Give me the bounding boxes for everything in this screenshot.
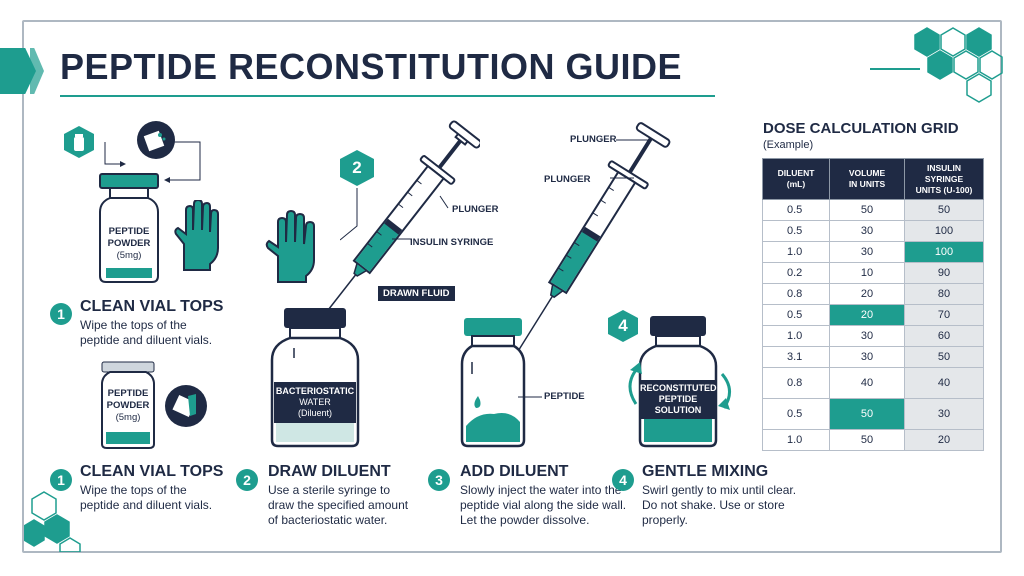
vial-icon xyxy=(101,361,155,449)
hexagon-pattern-icon xyxy=(24,491,81,552)
leader-lines xyxy=(518,396,542,398)
step-4-text: Swirl gently to mix until clear.Do not s… xyxy=(642,483,797,527)
table-cell: 90 xyxy=(904,262,984,284)
table-cell: 30 xyxy=(829,325,905,347)
title-rule xyxy=(60,95,715,97)
table-cell: 20 xyxy=(829,283,905,305)
decorative-line xyxy=(870,68,920,70)
label-drawn-fluid: DRAWN FLUID xyxy=(378,286,455,301)
step-3-title: ADD DILUENT xyxy=(460,463,569,480)
step-1-number: 1 xyxy=(50,469,72,491)
label-plunger-b1: PLUNGER xyxy=(570,134,617,145)
glove-hand-icon xyxy=(265,210,315,283)
table-cell: 50 xyxy=(829,398,905,430)
vial-icon xyxy=(99,173,159,283)
leader-lines xyxy=(340,188,449,241)
dose-grid-subtitle: (Example) xyxy=(763,139,814,151)
hexagon-pattern-icon xyxy=(914,27,1003,103)
wipe-icon xyxy=(137,121,175,159)
page-title: PEPTIDE RECONSTITUTION GUIDE xyxy=(60,46,683,87)
table-cell: 20 xyxy=(904,429,984,451)
table-cell: 3.1 xyxy=(762,346,830,368)
table-cell: 1.0 xyxy=(762,241,830,263)
step-3-number: 3 xyxy=(428,469,450,491)
table-cell: 60 xyxy=(904,325,984,347)
table-cell: 0.5 xyxy=(762,199,830,221)
page-frame xyxy=(22,20,1002,553)
syringe-icon xyxy=(324,120,480,315)
vial-icon xyxy=(460,318,526,448)
leader-lines xyxy=(610,139,652,179)
table-cell: 30 xyxy=(904,398,984,430)
connector-arrows xyxy=(104,141,201,183)
table-cell: 40 xyxy=(829,367,905,399)
step-4-badge: 4 xyxy=(608,310,638,342)
step-1-title-top: CLEAN VIAL TOPS xyxy=(80,298,224,315)
step-2-number: 2 xyxy=(236,469,258,491)
table-cell: 50 xyxy=(829,199,905,221)
swirl-arrow-icon xyxy=(628,362,731,410)
step-1-number-top: 1 xyxy=(50,303,72,325)
table-cell: 0.2 xyxy=(762,262,830,284)
step-2-title: DRAW DILUENT xyxy=(268,463,391,480)
table-cell: 0.8 xyxy=(762,283,830,305)
label-insulin-syringe: INSULIN SYRINGE xyxy=(410,237,494,248)
table-cell: 100 xyxy=(904,241,984,263)
table-cell: 30 xyxy=(829,346,905,368)
table-cell: 40 xyxy=(904,367,984,399)
syringe-icon xyxy=(510,122,671,363)
step-4-number: 4 xyxy=(612,469,634,491)
glove-hand-icon xyxy=(174,200,219,271)
table-cell: 50 xyxy=(829,429,905,451)
label-peptide: PEPTIDE xyxy=(544,391,585,402)
label-plunger-a: PLUNGER xyxy=(452,204,499,215)
table-cell: 20 xyxy=(829,304,905,326)
table-cell: 10 xyxy=(829,262,905,284)
table-cell: 50 xyxy=(904,199,984,221)
table-cell: 50 xyxy=(904,346,984,368)
step-4-title: GENTLE MIXING xyxy=(642,463,769,480)
dose-grid-header: DILUENT(mL) xyxy=(762,158,830,200)
table-cell: 30 xyxy=(829,241,905,263)
table-cell: 100 xyxy=(904,220,984,242)
vial-icon xyxy=(270,308,360,448)
dose-grid-title: DOSE CALCULATION GRID xyxy=(763,120,959,137)
table-cell: 70 xyxy=(904,304,984,326)
table-cell: 0.5 xyxy=(762,220,830,242)
table-cell: 0.5 xyxy=(762,304,830,326)
step-1-title: CLEAN VIAL TOPS xyxy=(80,463,224,480)
table-cell: 30 xyxy=(829,220,905,242)
label-plunger-b2: PLUNGER xyxy=(544,174,591,185)
table-cell: 0.5 xyxy=(762,398,830,430)
table-cell: 0.8 xyxy=(762,367,830,399)
table-cell: 1.0 xyxy=(762,429,830,451)
table-cell: 1.0 xyxy=(762,325,830,347)
wipe-icon xyxy=(165,385,207,427)
table-cell: 80 xyxy=(904,283,984,305)
